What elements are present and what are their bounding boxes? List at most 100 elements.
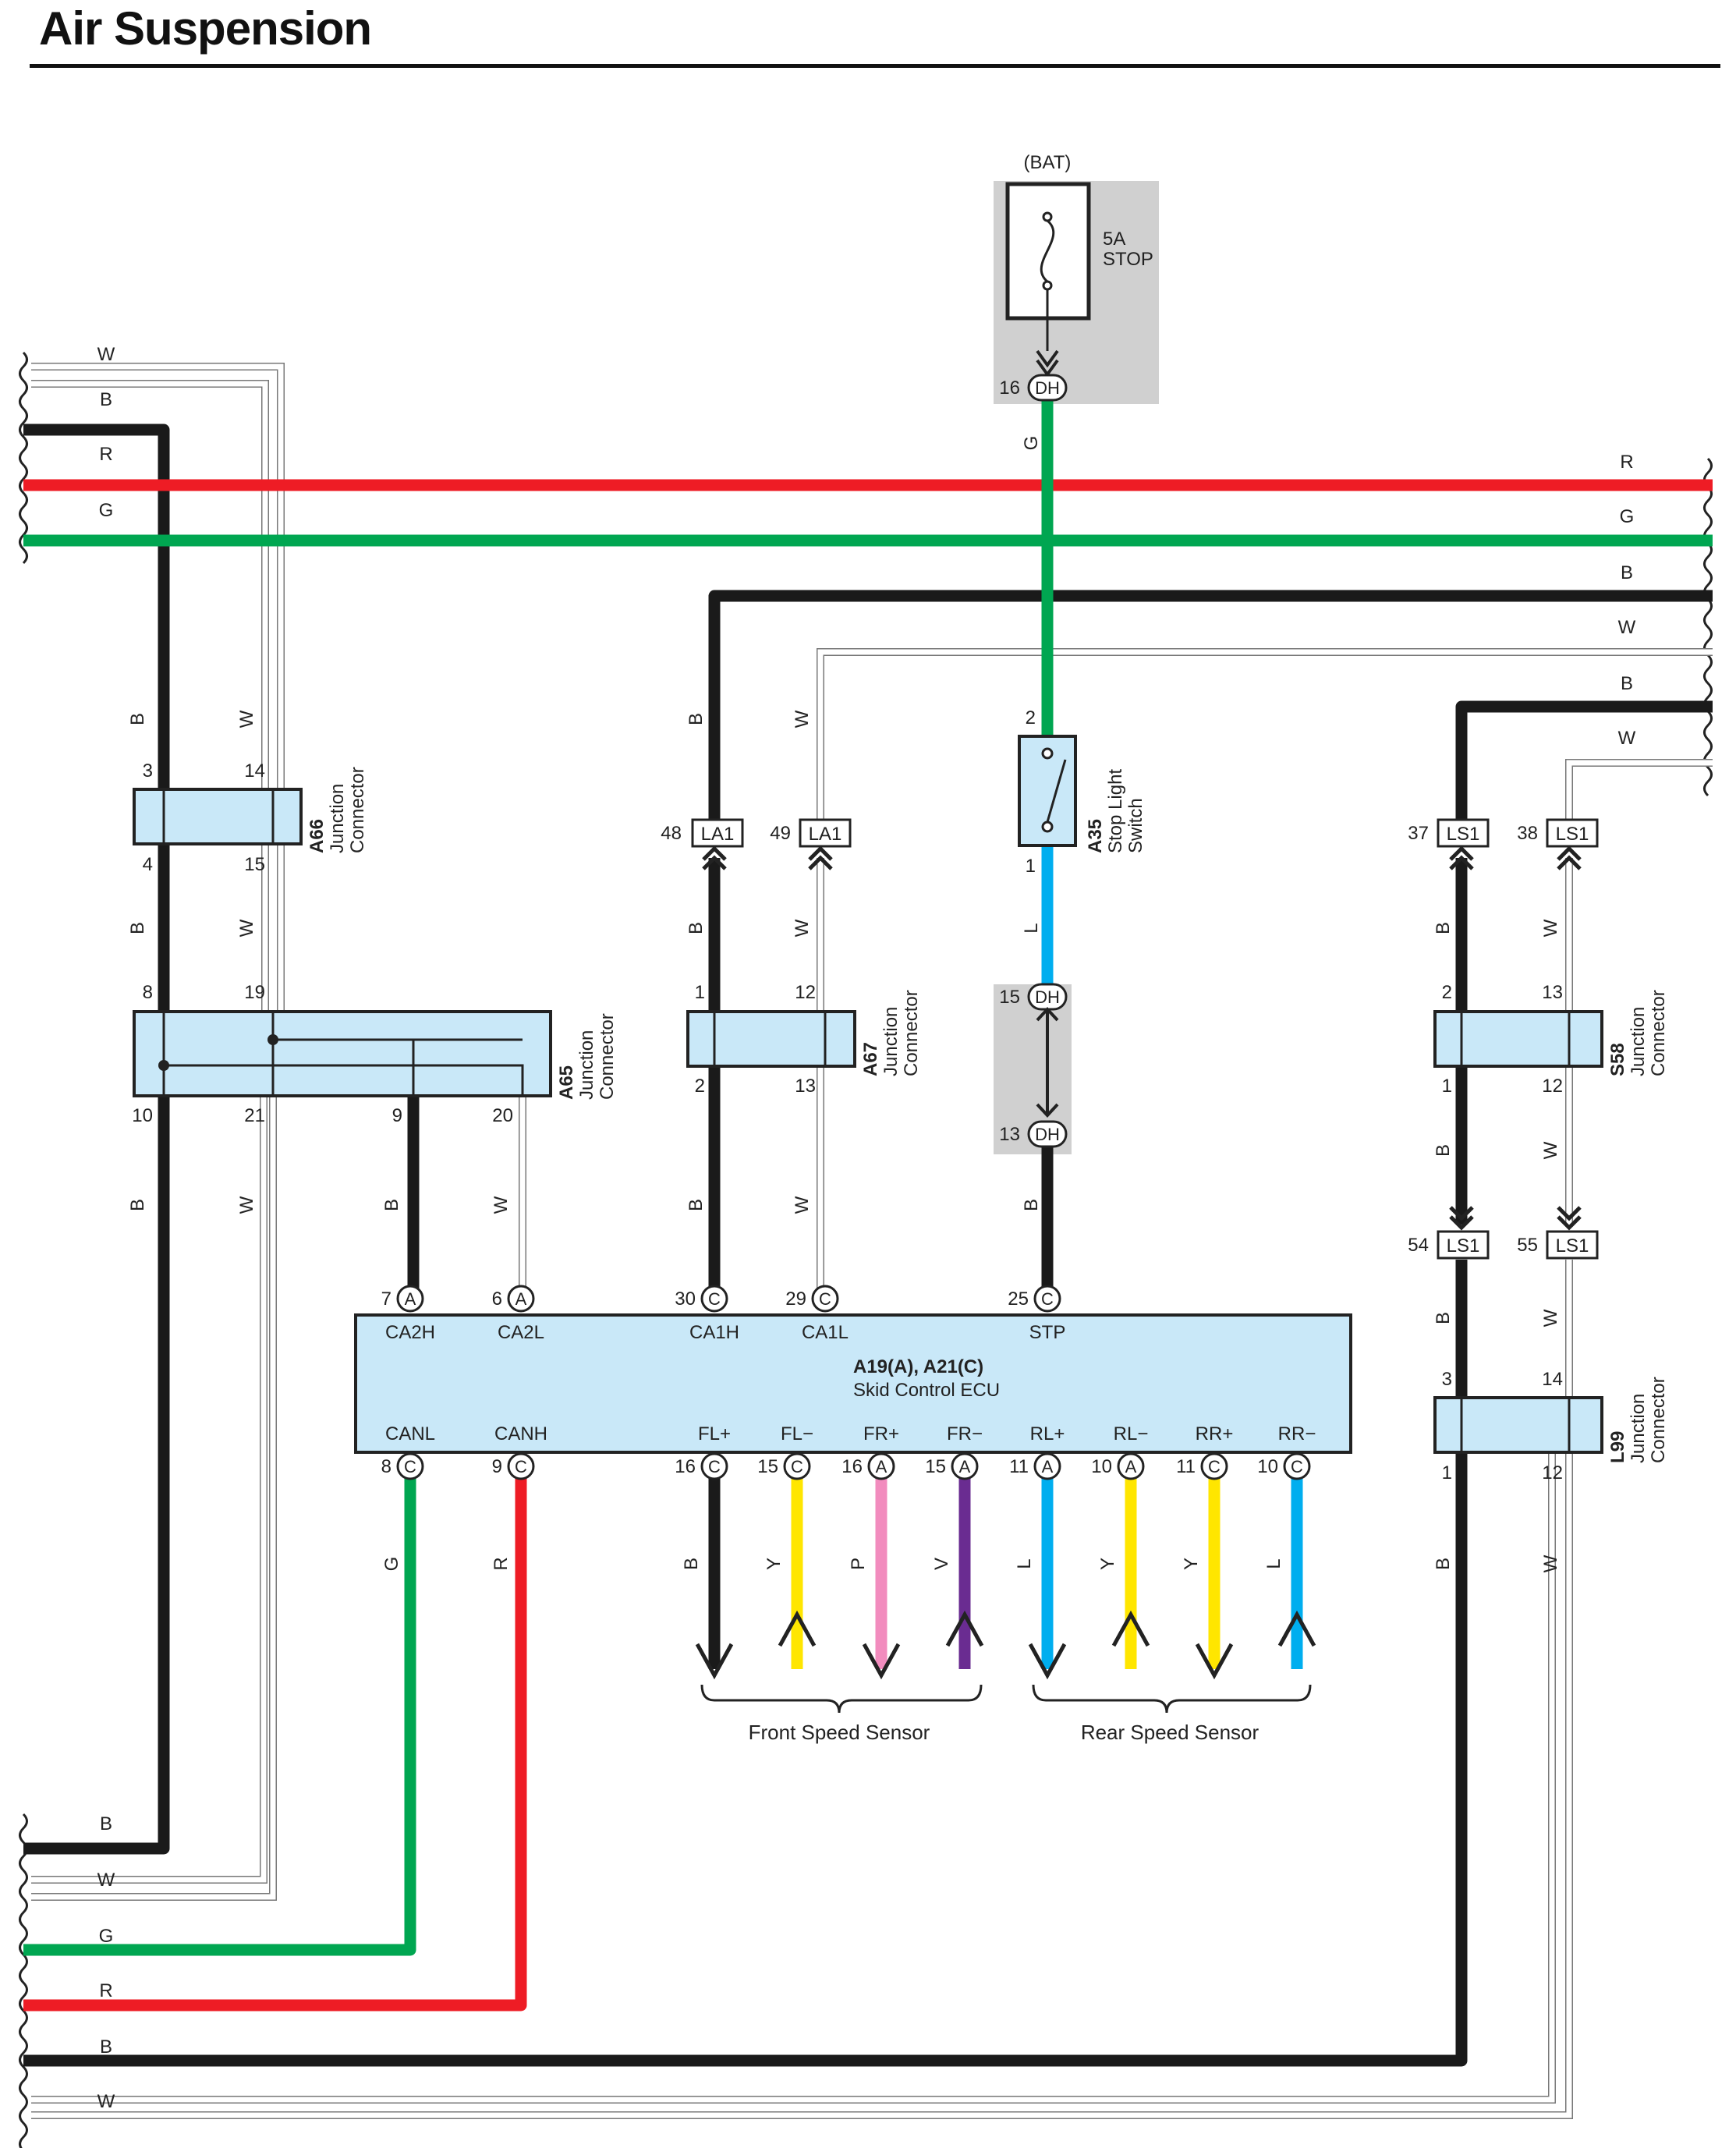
pin-s58-12: 12 [1542,1076,1563,1097]
a65-box [133,1010,552,1097]
dh-15-label: DH [1035,987,1060,1007]
s58-line2: Connector [1648,990,1669,1076]
wire-g-canl [23,1466,416,1956]
ecu-bottom-pin-2-letter: C [708,1457,721,1476]
switch-contact-top [1041,747,1054,760]
ecu-bottom-pin-7-letter: A [1125,1457,1137,1476]
ecu-bottom-pin-label-1: CANH [494,1423,547,1444]
switch-id: A35 [1085,819,1106,853]
ecu-top-pin-label-3: CA1L [802,1322,849,1343]
ecu-id: A19(A), A21(C) [853,1356,983,1377]
pin-dh-16: 16 [999,377,1020,399]
s58-line1: Junction [1628,1007,1649,1076]
pin-a65-9: 9 [392,1105,402,1126]
ecu-bottom-pin-num-8: 11 [1176,1456,1196,1477]
l99-pins [1460,1398,1571,1452]
ecu-bottom-pin-9-circle [1283,1452,1311,1480]
pin-a67-12: 12 [795,982,816,1003]
S58-box [1433,1010,1603,1068]
ecu-bottom-pin-num-9: 10 [1257,1456,1278,1477]
switch-lever [1046,759,1067,823]
vertical-wire-label-14: G [1021,436,1042,451]
fuse-source-label: (BAT) [1024,152,1072,173]
fuse-rating: 5A [1103,229,1125,250]
wire-b-right-a [708,590,1713,838]
vertical-wire-label-11: W [792,919,813,937]
right-top-wire-letter-0: R [1620,452,1633,473]
pin-la1-49: 49 [770,823,791,844]
pin-a66-15: 15 [244,854,265,875]
sensor-arrow-3 [945,1610,984,1647]
dh-16-label: DH [1035,378,1060,398]
left-bottom-cut [19,1813,28,2148]
pin-dh-13: 13 [999,1124,1020,1145]
wire-w-l99-bottom-inner [31,1451,1555,2103]
fuse-terminal-top [1042,211,1053,222]
rear-speed-sensor-label: Rear Speed Sensor [1081,1721,1259,1744]
ecu-top-pin-4-circle [1033,1285,1061,1313]
ecu-bottom-pin-0-circle [396,1452,424,1480]
pin-sw-2: 2 [1026,707,1036,728]
vertical-wire-label-16: B [1021,1199,1042,1211]
sensor-wire-label-7: L [1263,1558,1284,1568]
vertical-wire-label-6: B [381,1199,402,1211]
ecu-bottom-pin-num-6: 11 [1009,1456,1029,1477]
pin-l99-1: 1 [1442,1462,1452,1483]
skid-control-ecu-box [354,1313,1352,1454]
left-top-wire-letter-1: B [100,389,112,410]
sensor-wire-label-6: Y [1181,1558,1202,1570]
a65-line2: Connector [597,1013,618,1100]
fuse-terminal-bottom [1042,280,1053,291]
ecu-bottom-pin-2-circle [700,1452,728,1480]
sensor-arrow-0 [695,1643,734,1680]
l99-line1: Junction [1628,1394,1649,1463]
a66-line1: Junction [327,784,348,853]
a67-line1: Junction [880,1007,902,1076]
ecu-name: Skid Control ECU [853,1380,1000,1401]
sensor-arrow-5 [1111,1610,1150,1647]
pin-a65-21: 21 [244,1105,265,1126]
l99-id: L99 [1607,1431,1628,1463]
pin-l99-14: 14 [1542,1369,1563,1390]
left-bottom-wire-letter-3: R [99,1980,112,2001]
ls1-37-box [1437,818,1490,848]
pin-s58-2: 2 [1442,982,1452,1003]
wire-w-left-down-inner [31,1092,267,1883]
vertical-wire-label-21: B [1433,1312,1454,1324]
ecu-bottom-pin-num-1: 9 [492,1456,502,1477]
ecu-top-pin-num-3: 29 [785,1288,806,1310]
page-title: Air Suspension [39,2,372,55]
a67-line2: Connector [901,990,922,1076]
sensor-wire-label-4: L [1014,1558,1035,1568]
ls1-38-chevron [1557,845,1582,870]
rear-sensor-bracket [1032,1684,1312,1714]
pin-dh-15: 15 [999,987,1020,1008]
ecu-top-pin-2-letter: C [708,1289,721,1309]
la1-48-label: LA1 [701,824,735,845]
ecu-top-pin-4-letter: C [1041,1289,1054,1309]
ecu-top-pin-label-2: CA1H [689,1322,739,1343]
pin-a65-20: 20 [492,1105,513,1126]
sensor-wire-label-3: V [931,1558,952,1570]
a67-box [686,1010,856,1068]
s58-pins [1460,1012,1571,1066]
ecu-bottom-pin-num-0: 8 [381,1456,391,1477]
ecu-top-pin-label-4: STP [1029,1322,1066,1343]
vertical-wire-label-22: W [1540,1309,1561,1327]
wire-w-top-outer-outline [31,363,285,1041]
pin-l99-3: 3 [1442,1369,1452,1390]
vertical-wire-label-25: G [381,1557,402,1572]
vertical-wire-label-12: B [686,1199,707,1211]
ecu-bottom-pin-9-letter: C [1291,1457,1303,1476]
dh-16-pill [1027,374,1068,402]
sensor-wire-label-5: Y [1097,1558,1118,1570]
right-top-cut [1703,457,1713,797]
pin-s58-13: 13 [1542,982,1563,1003]
ecu-bottom-pin-5-circle [951,1452,979,1480]
dh-double-arrow [1036,1007,1059,1118]
ecu-bottom-pin-4-letter: A [876,1457,887,1476]
sensor-arrow-2 [862,1643,901,1680]
right-top-wire-letter-2: B [1621,562,1633,583]
vertical-wire-label-3: W [236,919,257,937]
